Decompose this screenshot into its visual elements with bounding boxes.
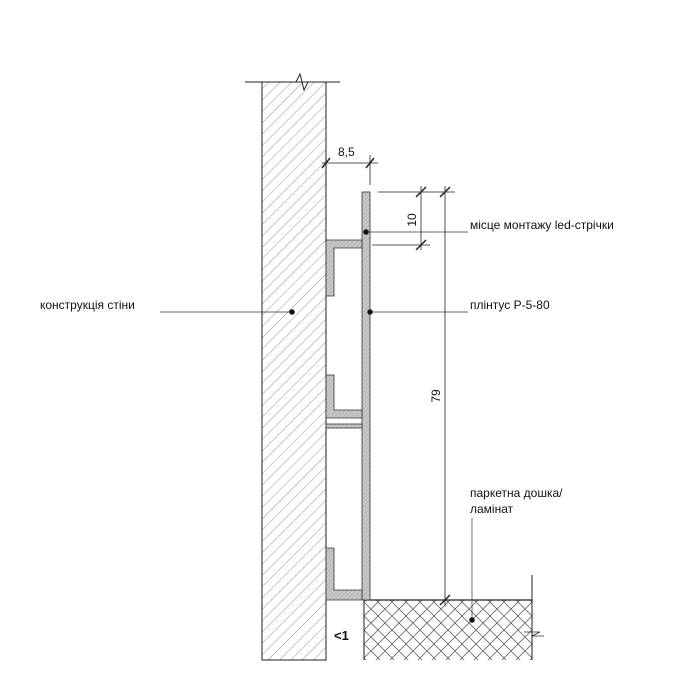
skirting-label: плінтус P-5-80: [470, 298, 550, 312]
dimension-8-5-label: 8,5: [338, 145, 355, 159]
wall-section: [245, 72, 340, 661]
dimension-79-label: 79: [429, 389, 443, 403]
dimension-79: [439, 186, 451, 606]
dimension-10-label: 10: [405, 213, 419, 227]
floor-section: [363, 575, 544, 660]
dimension-10: [372, 186, 455, 251]
led-mount-label: місце монтажу led-стрічки: [470, 218, 614, 232]
floor-label-line1: паркетна дошка/: [470, 486, 563, 500]
dimension-8-5: [321, 155, 378, 185]
skirting-profile: [325, 160, 371, 601]
floor-label-line2: ламінат: [470, 502, 514, 516]
expansion-gap-label: <1: [334, 628, 349, 643]
leader-lines: [160, 229, 475, 623]
wall-label: конструкція стіни: [40, 298, 135, 312]
break-line: [245, 72, 340, 92]
